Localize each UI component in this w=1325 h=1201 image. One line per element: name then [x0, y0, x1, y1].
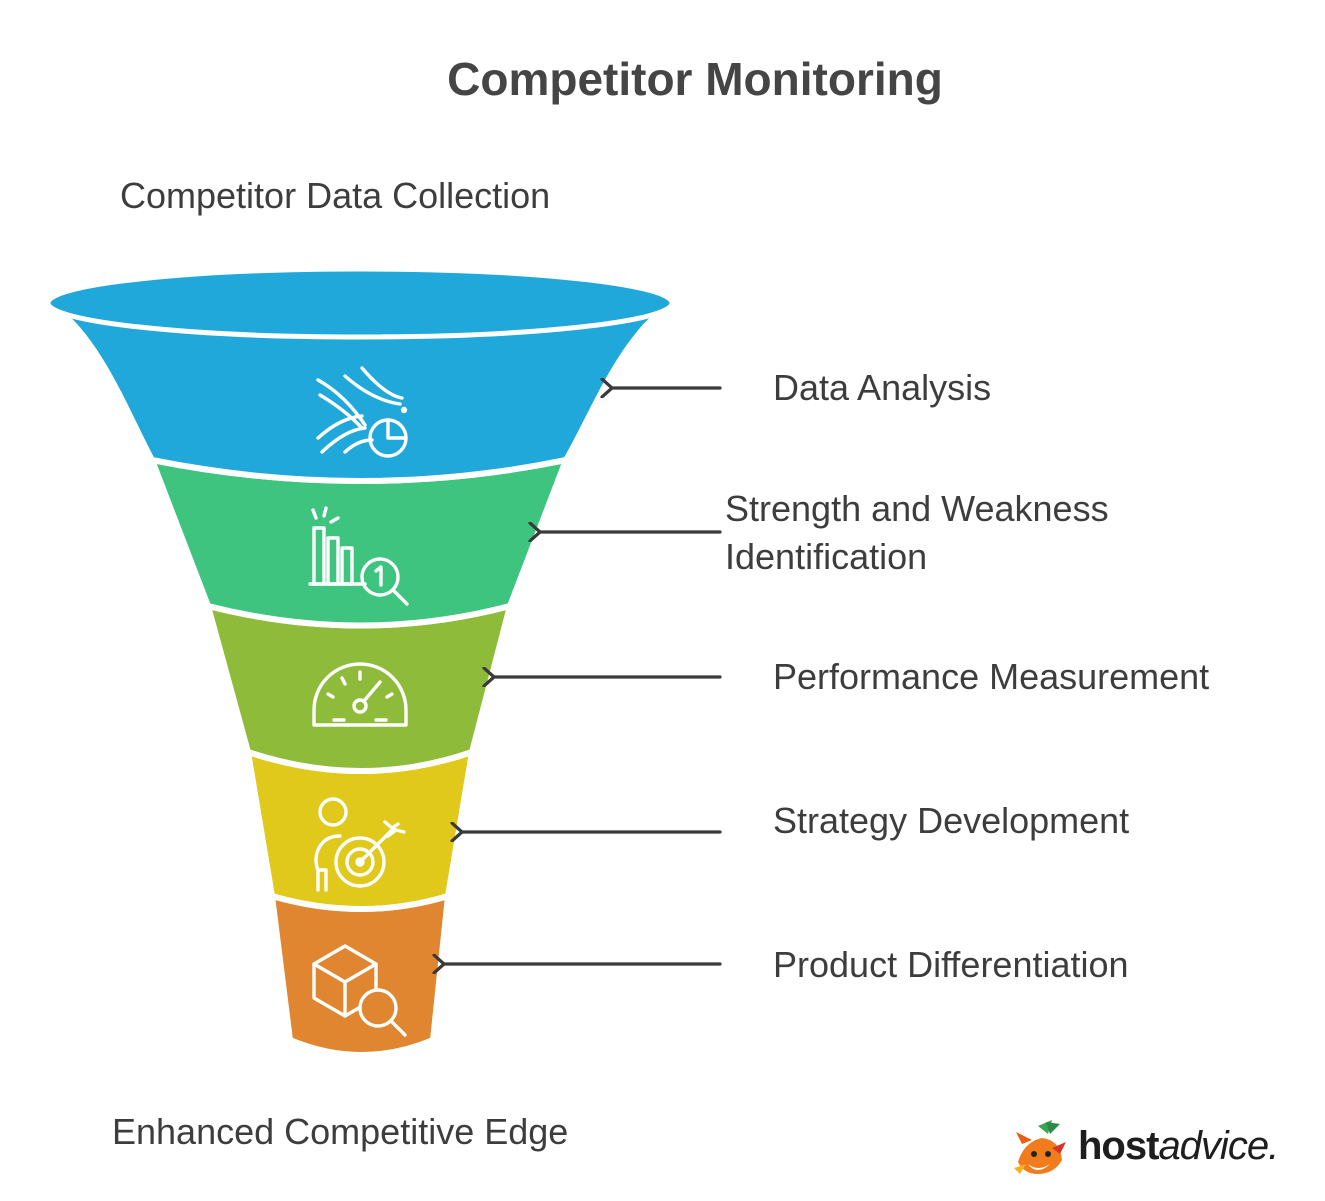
- step-label-3: Performance Measurement: [773, 656, 1210, 697]
- ranking-search-icon: [308, 506, 409, 606]
- speedometer-icon: [312, 662, 408, 727]
- funnel-rim: [45, 266, 675, 340]
- funnel-segment-2: [147, 455, 571, 629]
- hostadvice-logo: hostadvice.: [1008, 1118, 1279, 1178]
- fox-mascot-icon: [1014, 1120, 1066, 1174]
- funnel-input-label: Competitor Data Collection: [120, 175, 551, 216]
- funnel-segment-3: [203, 601, 515, 774]
- step-label-5: Product Differentiation: [773, 944, 1129, 985]
- data-analysis-icon: [316, 366, 408, 458]
- box-search-icon: [312, 944, 407, 1037]
- funnel-output-label: Enhanced Competitive Edge: [112, 1111, 569, 1152]
- logo-text-bold: host: [1078, 1124, 1159, 1168]
- logo-text-italic: advice.: [1158, 1124, 1279, 1168]
- diagram-title: Competitor Monitoring: [447, 53, 943, 105]
- person-target-icon: [314, 797, 406, 892]
- step-label-4: Strategy Development: [773, 800, 1130, 841]
- step-label-2: Strength and Weakness Identification: [725, 488, 1109, 577]
- funnel-segment-5: [268, 891, 452, 1058]
- step-label-1: Data Analysis: [773, 367, 992, 408]
